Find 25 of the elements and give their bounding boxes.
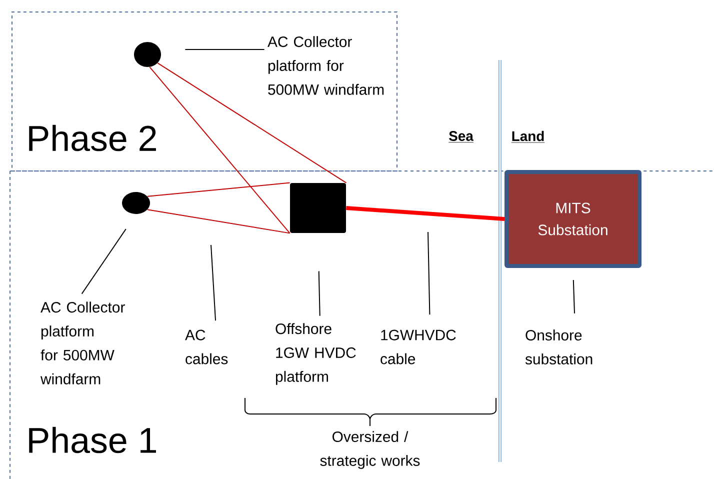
converter-platform-square <box>290 183 346 233</box>
platform-dot <box>134 42 161 67</box>
leader-line <box>81 228 126 294</box>
area-label: Sea <box>448 131 474 143</box>
leader-line <box>428 232 430 316</box>
cable <box>149 66 290 234</box>
leader-line <box>184 49 265 50</box>
area-label: Land <box>511 130 545 143</box>
callout-text: Offshore 1GW HVDC platform <box>276 323 356 385</box>
phase-label: Phase 1 <box>29 426 156 454</box>
callout-text: AC Collector platform for 500MW windfarm <box>40 302 125 384</box>
cable <box>157 62 347 184</box>
brace-label: Oversized / strategic works <box>320 431 420 469</box>
callout-text: AC Collector platform for 500MW windfarm <box>268 36 384 95</box>
cable <box>346 206 505 221</box>
cable <box>146 209 290 234</box>
substation-box: MITS Substation <box>504 170 642 268</box>
cable <box>146 182 290 197</box>
leader-line <box>318 270 320 316</box>
callout-text: AC cables <box>185 330 228 364</box>
leader-line <box>210 244 216 322</box>
callout-text: Onshore substation <box>525 330 592 364</box>
callout-text: 1GWHVDC cable <box>380 330 456 364</box>
platform-dot <box>122 192 150 214</box>
leader-line <box>572 279 575 314</box>
